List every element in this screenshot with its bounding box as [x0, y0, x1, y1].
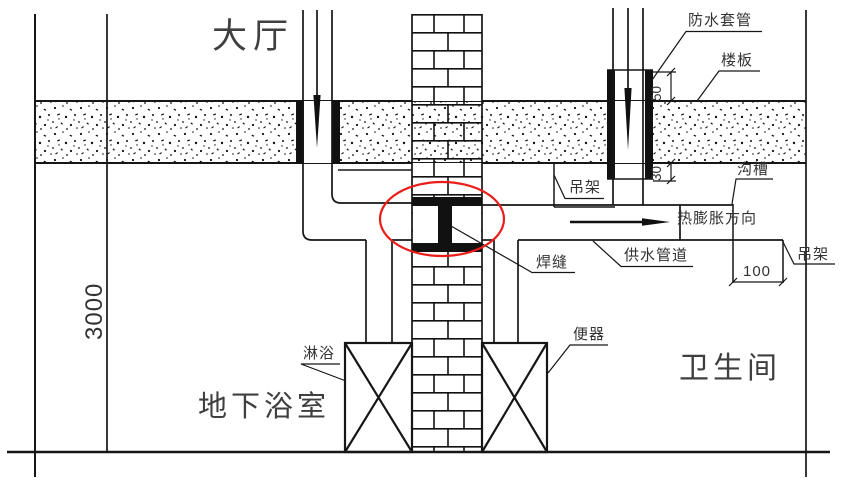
flow-arrow-down-left [313, 95, 321, 148]
label-groove: 沟槽 [737, 161, 770, 178]
supply-piping [302, 8, 783, 343]
toilet-fixture-box [480, 341, 549, 454]
label-hanger-lower: 吊架 [797, 246, 830, 263]
room-label-basement-bathhouse: 地下浴室 [198, 391, 331, 423]
label-shower: 淋浴 [303, 345, 336, 362]
flow-direction-arrows [313, 88, 632, 150]
dimension-groove-width: 100 [743, 263, 772, 280]
thermal-expansion-arrow [570, 218, 670, 226]
hanger-and-groove-lines [338, 163, 784, 283]
flow-arrow-down-right [624, 88, 632, 150]
label-floor-slab: 楼板 [721, 52, 754, 69]
label-thermal-expansion-direction: 热膨胀方向 [677, 210, 758, 227]
room-label-bathroom: 卫生间 [679, 352, 781, 385]
weld-support-detail [412, 197, 482, 252]
label-water-supply-pipe: 供水管道 [624, 247, 689, 264]
weld-highlight-ellipse [378, 180, 506, 258]
label-waterproof-sleeve: 防水套管 [688, 12, 753, 29]
dimension-sleeve-below-slab: 30 [649, 165, 664, 181]
label-hanger-upper: 吊架 [569, 179, 602, 196]
dimension-sleeve-above-slab: 50 [649, 85, 664, 101]
label-weld-seam: 焊缝 [536, 254, 569, 271]
label-leaders [300, 30, 835, 382]
label-toilet: 便器 [573, 326, 606, 343]
room-label-hall: 大厅 [212, 17, 295, 56]
waterproof-sleeve [607, 69, 653, 180]
walls-and-floor [7, 10, 830, 477]
dimension-lines [653, 67, 788, 287]
dimension-story-height: 3000 [81, 282, 108, 340]
shower-fixture-box [343, 341, 414, 454]
